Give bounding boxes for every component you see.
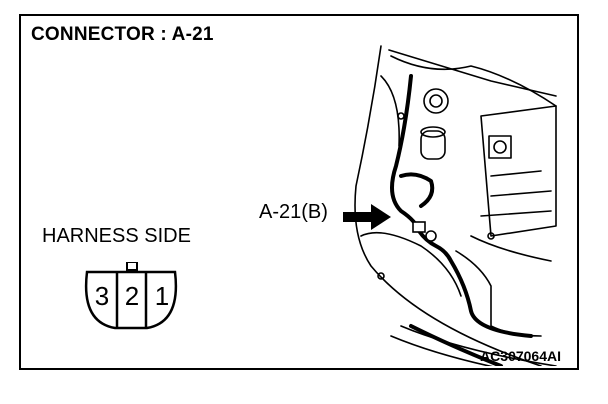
engine-compartment-illustration <box>354 45 557 366</box>
connector-face: 3 2 1 <box>81 261 181 334</box>
connector-callout-label: A-21(B) <box>259 201 328 223</box>
connector-outline <box>84 261 178 330</box>
diagram-title: CONNECTOR : A-21 <box>31 24 214 45</box>
diagram-frame: CONNECTOR : A-21 HARNESS SIDE 3 2 1 A-21… <box>19 14 579 370</box>
figure-code: AC307064AI <box>480 348 561 364</box>
callout-arrow-icon <box>343 204 391 230</box>
connector-pin-2: 2 <box>124 281 140 311</box>
connector-pin-1: 1 <box>154 281 170 311</box>
harness-side-label: HARNESS SIDE <box>42 225 191 247</box>
connector-pin-3: 3 <box>94 281 110 311</box>
